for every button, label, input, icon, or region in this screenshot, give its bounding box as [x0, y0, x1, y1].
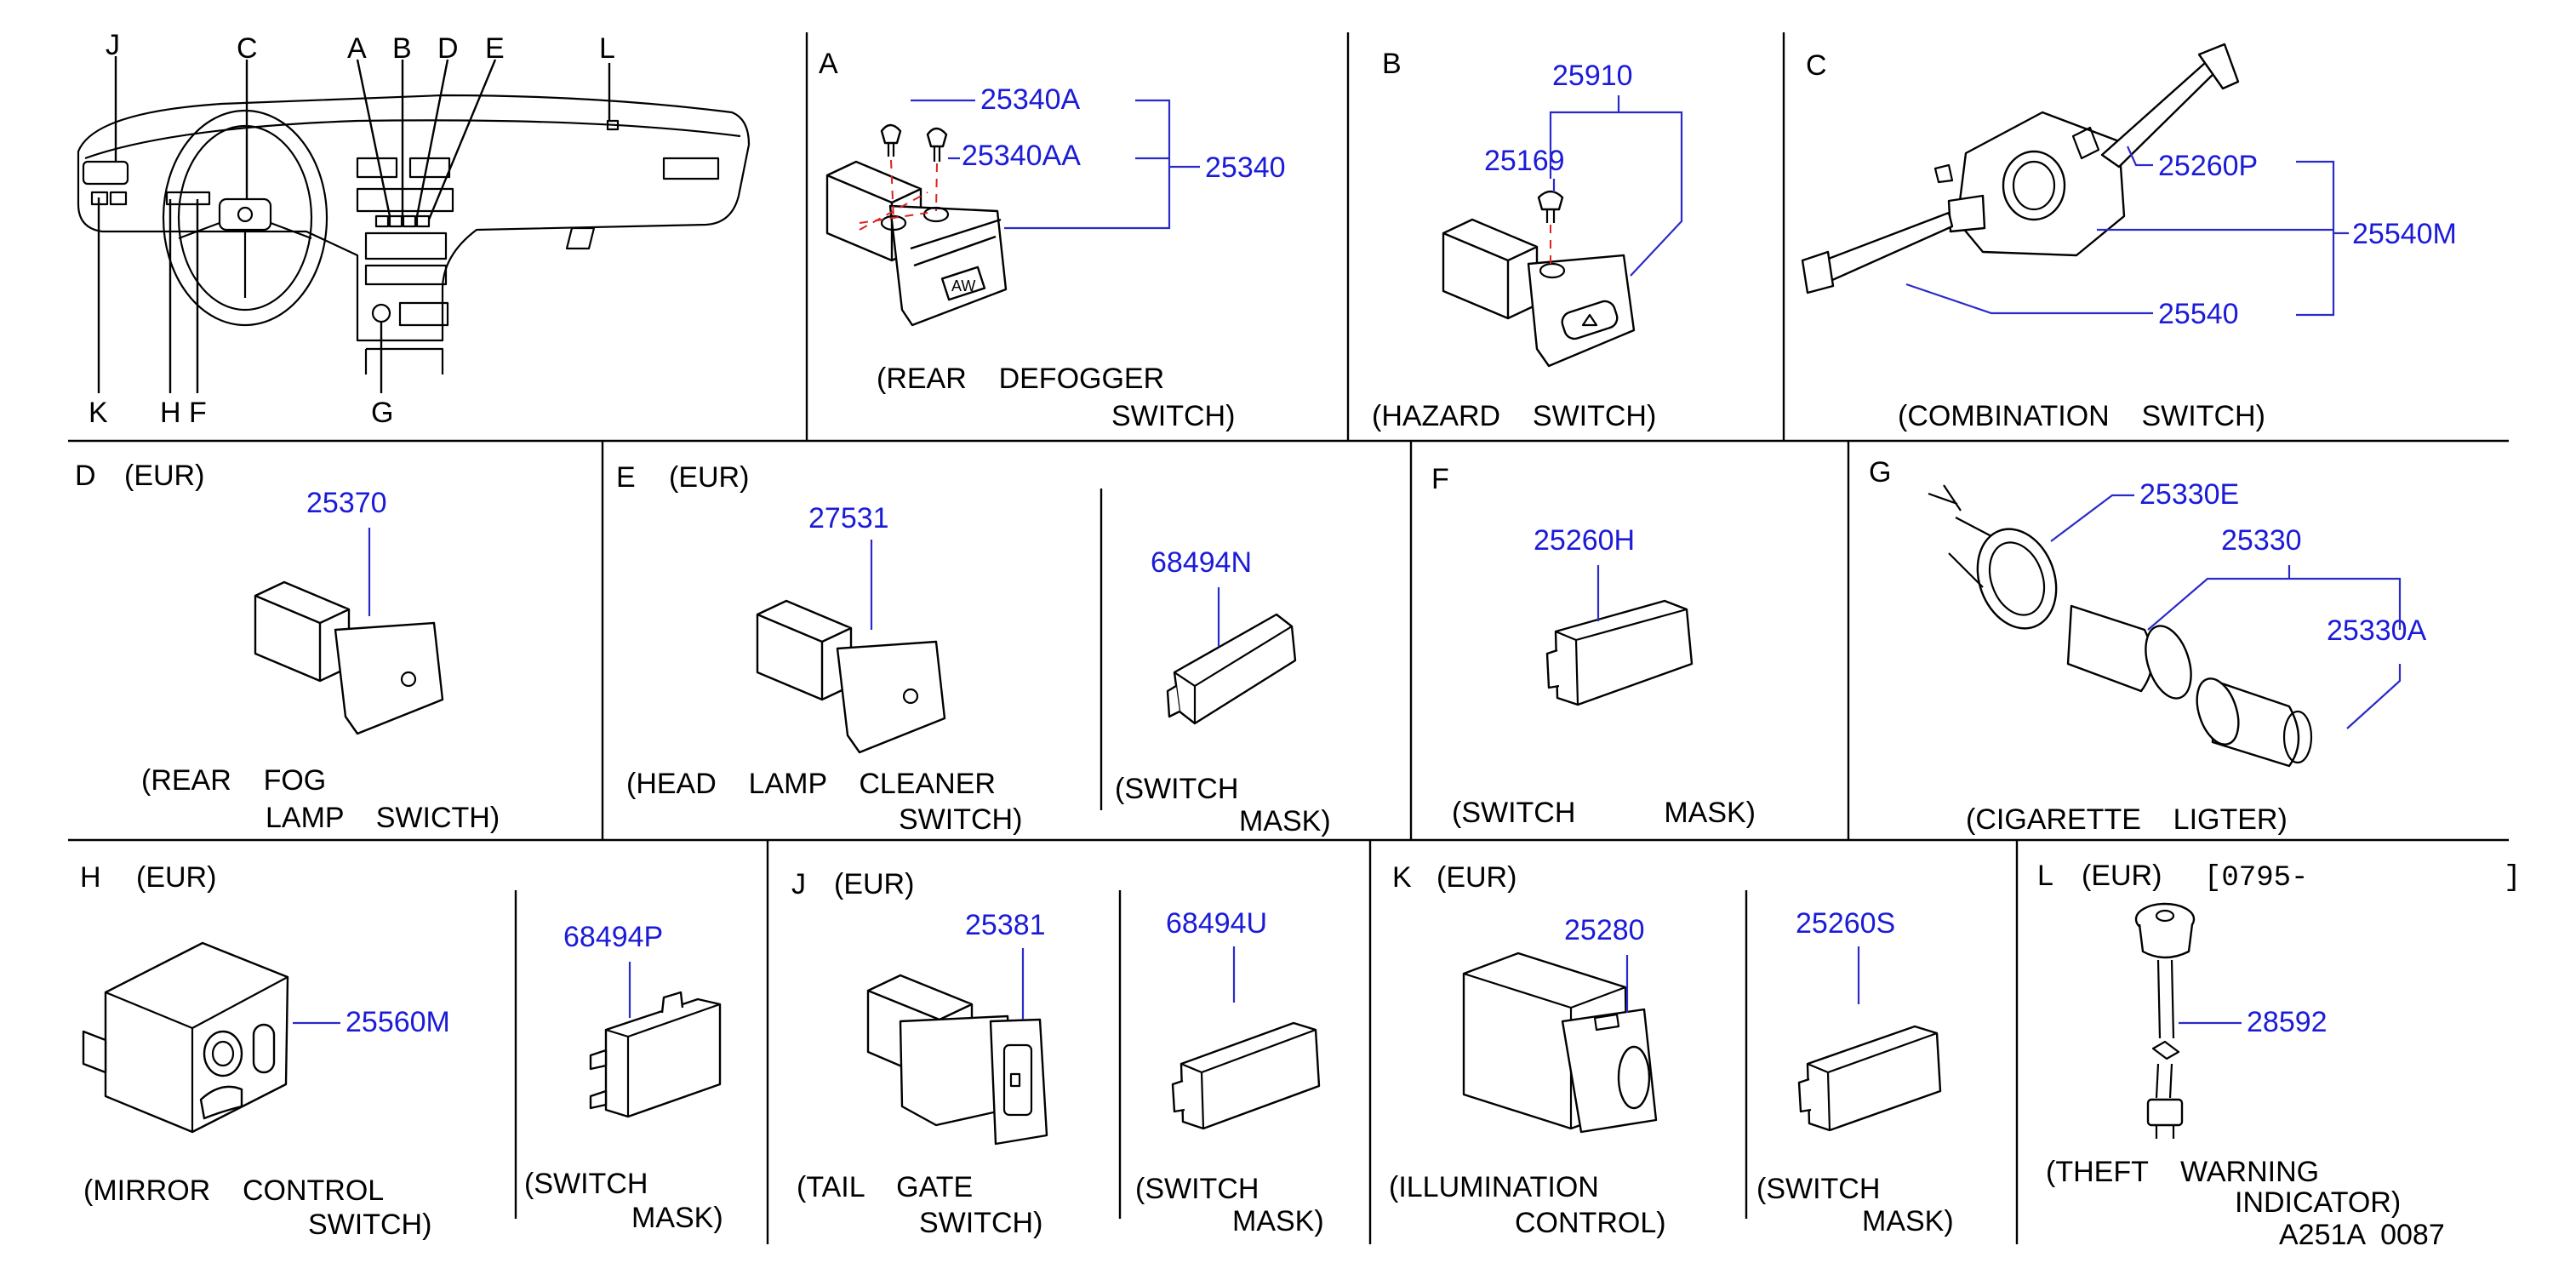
dash-letter-F: F	[189, 397, 207, 429]
panel-J-mask-caption-line1: (SWITCH	[1135, 1173, 1259, 1205]
panel-L-letter: L	[2037, 860, 2053, 892]
panel-A-caption-line1: (REAR DEFOGGER	[877, 363, 1164, 395]
dash-letter-K: K	[89, 397, 108, 429]
panel-D-region: (EUR)	[124, 460, 204, 492]
cigarette-lighter-drawing	[1928, 484, 2313, 768]
panel-K-mask-caption-line2: MASK)	[1862, 1205, 1954, 1237]
dash-letter-D: D	[437, 32, 459, 65]
panel-E-mask-caption-line2: MASK)	[1239, 805, 1331, 837]
panel-D-letter: D	[75, 460, 96, 492]
panel-B-caption: (HAZARD SWITCH)	[1372, 400, 1656, 432]
panel-F-caption: (SWITCH MASK)	[1452, 797, 1756, 829]
part-68494N: 68494N	[1151, 546, 1252, 579]
panel-B-letter: B	[1382, 48, 1402, 80]
panel-H-region: (EUR)	[136, 861, 216, 894]
panel-E-region: (EUR)	[669, 461, 749, 494]
panel-L-date-open: [0795-	[2204, 862, 2308, 894]
panel-E-mask-caption-line1: (SWITCH	[1115, 773, 1238, 805]
panel-E-caption-line2: SWITCH)	[899, 803, 1022, 836]
panel-J-region: (EUR)	[834, 868, 914, 900]
panel-H-caption-line2: SWITCH)	[308, 1209, 431, 1241]
combination-switch-drawing	[1801, 43, 2240, 294]
panel-L-caption-line2: INDICATOR)	[2235, 1186, 2401, 1219]
panel-K-letter: K	[1392, 861, 1412, 894]
footer-code: A251A 0087	[2279, 1219, 2445, 1251]
panel-K-caption-line1: (ILLUMINATION	[1389, 1171, 1599, 1203]
part-25340AA: 25340AA	[962, 140, 1081, 172]
switch-mask-25260H-drawing	[1545, 599, 1694, 706]
panel-H-mask-caption-line2: MASK)	[631, 1202, 723, 1234]
tail-gate-switch-drawing	[866, 974, 1048, 1146]
part-25260S: 25260S	[1796, 907, 1895, 940]
panel-J-letter: J	[791, 868, 806, 900]
panel-J-mask-caption-line2: MASK)	[1232, 1205, 1324, 1237]
switch-mask-68494U-drawing	[1171, 1021, 1321, 1130]
head-lamp-cleaner-switch-drawing	[756, 599, 946, 754]
part-25260P: 25260P	[2158, 150, 2258, 182]
part-27531: 27531	[808, 502, 889, 534]
panel-D-caption-line2: LAMP SWICTH)	[266, 802, 500, 834]
dashboard-leaders	[97, 56, 611, 393]
panel-E-letter: E	[616, 461, 636, 494]
part-25169: 25169	[1484, 145, 1565, 177]
panel-A-caption-line2: SWITCH)	[1111, 400, 1235, 432]
panel-E-caption-line1: (HEAD LAMP CLEANER	[626, 768, 996, 800]
dash-letter-C: C	[237, 32, 258, 65]
panel-A-letter: A	[819, 48, 838, 80]
panel-H-mask-caption-line1: (SWITCH	[524, 1168, 648, 1200]
dash-letter-A: A	[347, 32, 367, 65]
part-25330A: 25330A	[2327, 614, 2427, 647]
switch-mask-25260S-drawing	[1797, 1025, 1942, 1132]
panel-J-caption-line1: (TAIL GATE	[797, 1171, 973, 1203]
panel-J-caption-line2: SWITCH)	[919, 1207, 1042, 1239]
panel-grid	[68, 32, 2509, 1244]
panel-K-region: (EUR)	[1437, 861, 1516, 894]
part-25540M: 25540M	[2352, 218, 2457, 250]
dash-letter-J: J	[106, 29, 120, 61]
panel-L-caption-line1: (THEFT WARNING	[2046, 1156, 2319, 1188]
panel-C-caption: (COMBINATION SWITCH)	[1898, 400, 2265, 432]
theft-warning-indicator-drawing	[2134, 902, 2196, 1139]
part-25540: 25540	[2158, 298, 2239, 330]
part-25280: 25280	[1564, 914, 1645, 946]
part-25340: 25340	[1205, 151, 1286, 184]
part-25910: 25910	[1552, 60, 1633, 92]
illumination-control-drawing	[1462, 952, 1658, 1134]
rear-fog-lamp-switch-drawing	[254, 580, 444, 735]
mirror-control-switch-drawing	[82, 941, 289, 1134]
panel-C-letter: C	[1806, 49, 1827, 82]
part-25560M: 25560M	[346, 1006, 450, 1038]
panel-G-caption: (CIGARETTE LIGTER)	[1966, 803, 2288, 836]
switch-mask-68494N-drawing	[1166, 613, 1297, 725]
switch-mask-68494P-drawing	[589, 991, 722, 1118]
dash-letter-G: G	[371, 397, 393, 429]
panel-K-mask-caption-line1: (SWITCH	[1756, 1173, 1880, 1205]
part-68494U: 68494U	[1166, 907, 1267, 940]
dash-letter-B: B	[392, 32, 412, 65]
dash-letter-L: L	[599, 32, 615, 65]
panel-H-caption-line1: (MIRROR CONTROL	[83, 1174, 384, 1207]
panel-H-letter: H	[80, 861, 101, 894]
svg-text:AW: AW	[951, 277, 975, 294]
panel-D-caption-line1: (REAR FOG	[141, 764, 326, 797]
panel-L-region: (EUR)	[2082, 860, 2162, 892]
part-28592: 28592	[2247, 1006, 2328, 1038]
dash-letter-E: E	[485, 32, 505, 65]
hazard-switch-drawing	[1442, 190, 1636, 368]
part-25381: 25381	[965, 909, 1046, 941]
panel-L-date-close: ]	[2504, 862, 2521, 894]
dash-letter-H: H	[160, 397, 181, 429]
part-25330: 25330	[2221, 524, 2302, 557]
rear-defogger-switch-drawing: AW	[825, 123, 1008, 327]
panel-G-letter: G	[1869, 456, 1891, 489]
panel-F-letter: F	[1431, 463, 1449, 495]
panel-K-caption-line2: CONTROL)	[1515, 1207, 1666, 1239]
part-25330E: 25330E	[2139, 478, 2239, 511]
part-25260H: 25260H	[1534, 524, 1635, 557]
part-68494P: 68494P	[563, 921, 663, 953]
part-25340A: 25340A	[980, 83, 1081, 116]
dashboard-overview	[77, 94, 751, 374]
part-25370: 25370	[306, 487, 387, 519]
